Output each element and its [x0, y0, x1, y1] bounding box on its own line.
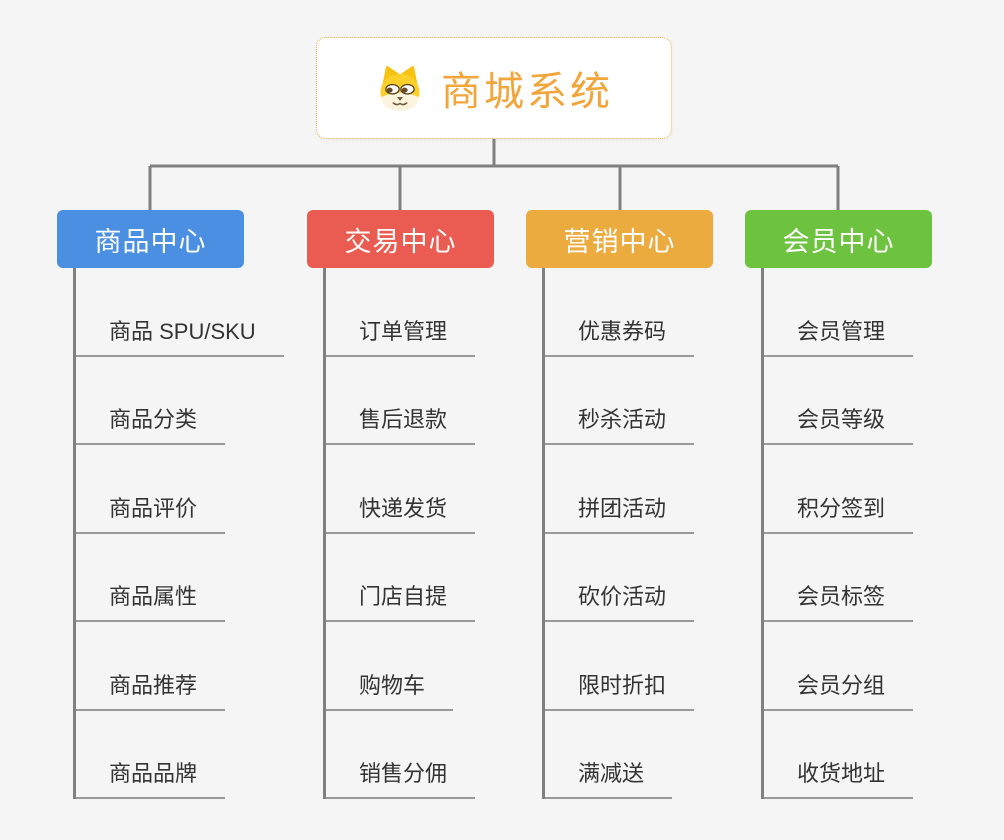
leaf-node[interactable]: 限时折扣: [545, 668, 695, 711]
leaf-node[interactable]: 商品属性: [76, 579, 226, 622]
leaf-node[interactable]: 商品 SPU/SKU: [76, 314, 284, 357]
leaf-node[interactable]: 会员标签: [764, 579, 914, 622]
dog-face-icon: [380, 66, 420, 111]
root-label: 商城系统: [441, 70, 613, 114]
branch-column-marketing-center: 优惠券码 秒杀活动 拼团活动 砍价活动 限时折扣 满减送: [542, 268, 695, 799]
leaf-node[interactable]: 会员分组: [764, 668, 914, 711]
branch-node-member-center[interactable]: 会员中心: [745, 210, 932, 268]
leaf-node[interactable]: 订单管理: [326, 314, 476, 357]
leaf-node[interactable]: 会员等级: [764, 402, 914, 445]
root-node[interactable]: 商城系统: [316, 37, 672, 139]
leaf-node[interactable]: 门店自提: [326, 579, 476, 622]
leaf-node[interactable]: 商品评价: [76, 491, 226, 534]
branch-column-product-center: 商品 SPU/SKU 商品分类 商品评价 商品属性 商品推荐 商品品牌: [73, 268, 284, 799]
leaf-node[interactable]: 售后退款: [326, 402, 476, 445]
leaf-node[interactable]: 商品品牌: [76, 756, 226, 799]
leaf-node[interactable]: 积分签到: [764, 491, 914, 534]
leaf-node[interactable]: 收货地址: [764, 756, 914, 799]
branch-node-marketing-center[interactable]: 营销中心: [526, 210, 713, 268]
branch-column-member-center: 会员管理 会员等级 积分签到 会员标签 会员分组 收货地址: [761, 268, 914, 799]
leaf-node[interactable]: 拼团活动: [545, 491, 695, 534]
leaf-node[interactable]: 商品分类: [76, 402, 226, 445]
leaf-node[interactable]: 秒杀活动: [545, 402, 695, 445]
leaf-node[interactable]: 购物车: [326, 668, 454, 711]
leaf-node[interactable]: 快递发货: [326, 491, 476, 534]
leaf-node[interactable]: 销售分佣: [326, 756, 476, 799]
branch-column-trade-center: 订单管理 售后退款 快递发货 门店自提 购物车 销售分佣: [323, 268, 476, 799]
leaf-node[interactable]: 优惠券码: [545, 314, 695, 357]
leaf-node[interactable]: 商品推荐: [76, 668, 226, 711]
leaf-node[interactable]: 砍价活动: [545, 579, 695, 622]
leaf-node[interactable]: 满减送: [545, 756, 673, 799]
branch-node-product-center[interactable]: 商品中心: [57, 210, 244, 268]
branch-node-trade-center[interactable]: 交易中心: [307, 210, 494, 268]
leaf-node[interactable]: 会员管理: [764, 314, 914, 357]
